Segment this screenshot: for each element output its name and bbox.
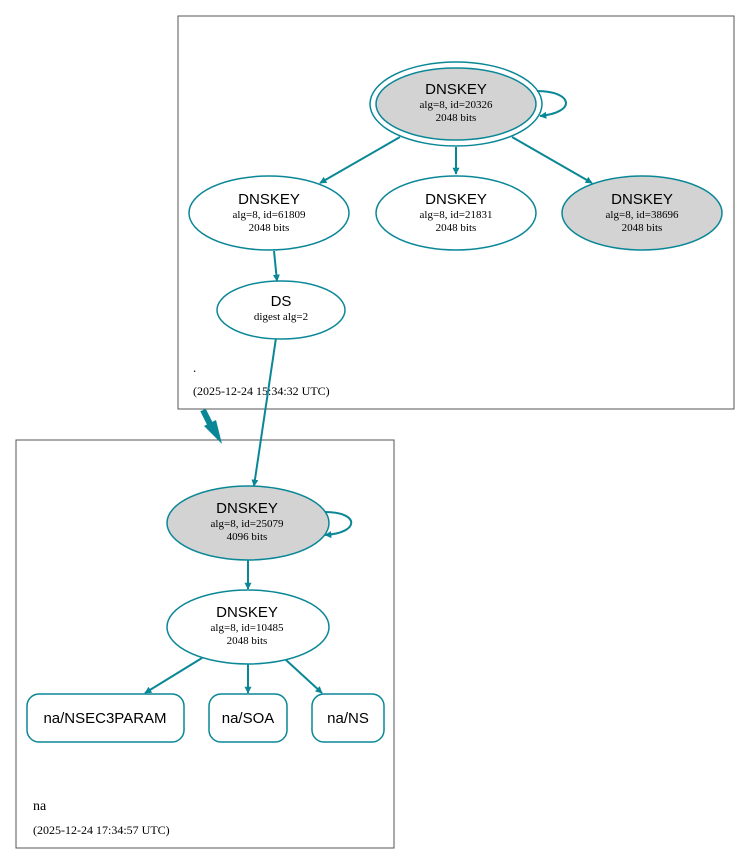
node-title: DNSKEY — [216, 604, 278, 621]
node-dnskey-21831[interactable]: DNSKEY alg=8, id=21831 2048 bits — [375, 175, 537, 251]
node-title: DNSKEY — [611, 191, 673, 208]
edge-61809-to-ds — [272, 250, 280, 282]
node-line1: alg=8, id=38696 — [606, 209, 679, 221]
node-line2: 2048 bits — [622, 222, 663, 234]
edge-zsk-to-ns — [285, 659, 323, 694]
node-dnskey-38696[interactable]: DNSKEY alg=8, id=38696 2048 bits — [561, 175, 723, 251]
node-ds[interactable]: DS digest alg=2 — [216, 280, 346, 340]
node-line2: 4096 bits — [227, 531, 268, 543]
node-title: DNSKEY — [216, 500, 278, 517]
edge-ksk-self — [536, 90, 567, 119]
zone-root: . (2025-12-24 15:34:32 UTC) — [177, 15, 735, 410]
rr-label: na/NS — [327, 710, 369, 727]
zone-root-timestamp: (2025-12-24 15:34:32 UTC) — [193, 384, 330, 398]
zone-na: na (2025-12-24 17:34:57 UTC) — [15, 439, 395, 849]
edge-zsk-to-nsec3param — [144, 657, 203, 694]
edge-na-ksk-self — [324, 511, 353, 539]
zone-na-timestamp: (2025-12-24 17:34:57 UTC) — [33, 823, 170, 837]
edge-ds-to-na-ksk — [251, 337, 277, 487]
node-line2: 2048 bits — [436, 222, 477, 234]
node-line2: 2048 bits — [227, 635, 268, 647]
node-rr-nsec3param[interactable]: na/NSEC3PARAM — [26, 693, 185, 743]
node-line1: alg=8, id=20326 — [420, 99, 493, 111]
node-line1: alg=8, id=61809 — [233, 209, 306, 221]
node-line2: 2048 bits — [249, 222, 290, 234]
node-rr-soa[interactable]: na/SOA — [208, 693, 288, 743]
node-title: DNSKEY — [425, 81, 487, 98]
edge-ksk-to-38696 — [511, 136, 593, 184]
node-na-ksk[interactable]: DNSKEY alg=8, id=25079 4096 bits — [166, 485, 330, 561]
node-line1: alg=8, id=25079 — [211, 518, 284, 530]
rr-label: na/NSEC3PARAM — [43, 710, 166, 727]
node-title: DNSKEY — [425, 191, 487, 208]
node-root-ksk[interactable]: DNSKEY alg=8, id=20326 2048 bits — [369, 61, 543, 147]
node-na-zsk[interactable]: DNSKEY alg=8, id=10485 2048 bits — [166, 589, 330, 665]
rr-label: na/SOA — [222, 710, 275, 727]
node-line1: digest alg=2 — [254, 311, 308, 323]
node-line1: alg=8, id=10485 — [211, 622, 284, 634]
node-rr-ns[interactable]: na/NS — [311, 693, 385, 743]
node-title: DS — [271, 293, 292, 310]
edges — [144, 90, 593, 694]
node-line1: alg=8, id=21831 — [420, 209, 493, 221]
node-dnskey-61809[interactable]: DNSKEY alg=8, id=61809 2048 bits — [188, 175, 350, 251]
zone-na-name: na — [33, 799, 47, 814]
zone-root-name: . — [193, 360, 196, 375]
node-line2: 2048 bits — [436, 112, 477, 124]
edge-ksk-to-61809 — [319, 136, 401, 184]
node-title: DNSKEY — [238, 191, 300, 208]
delegation-edge — [200, 408, 222, 444]
